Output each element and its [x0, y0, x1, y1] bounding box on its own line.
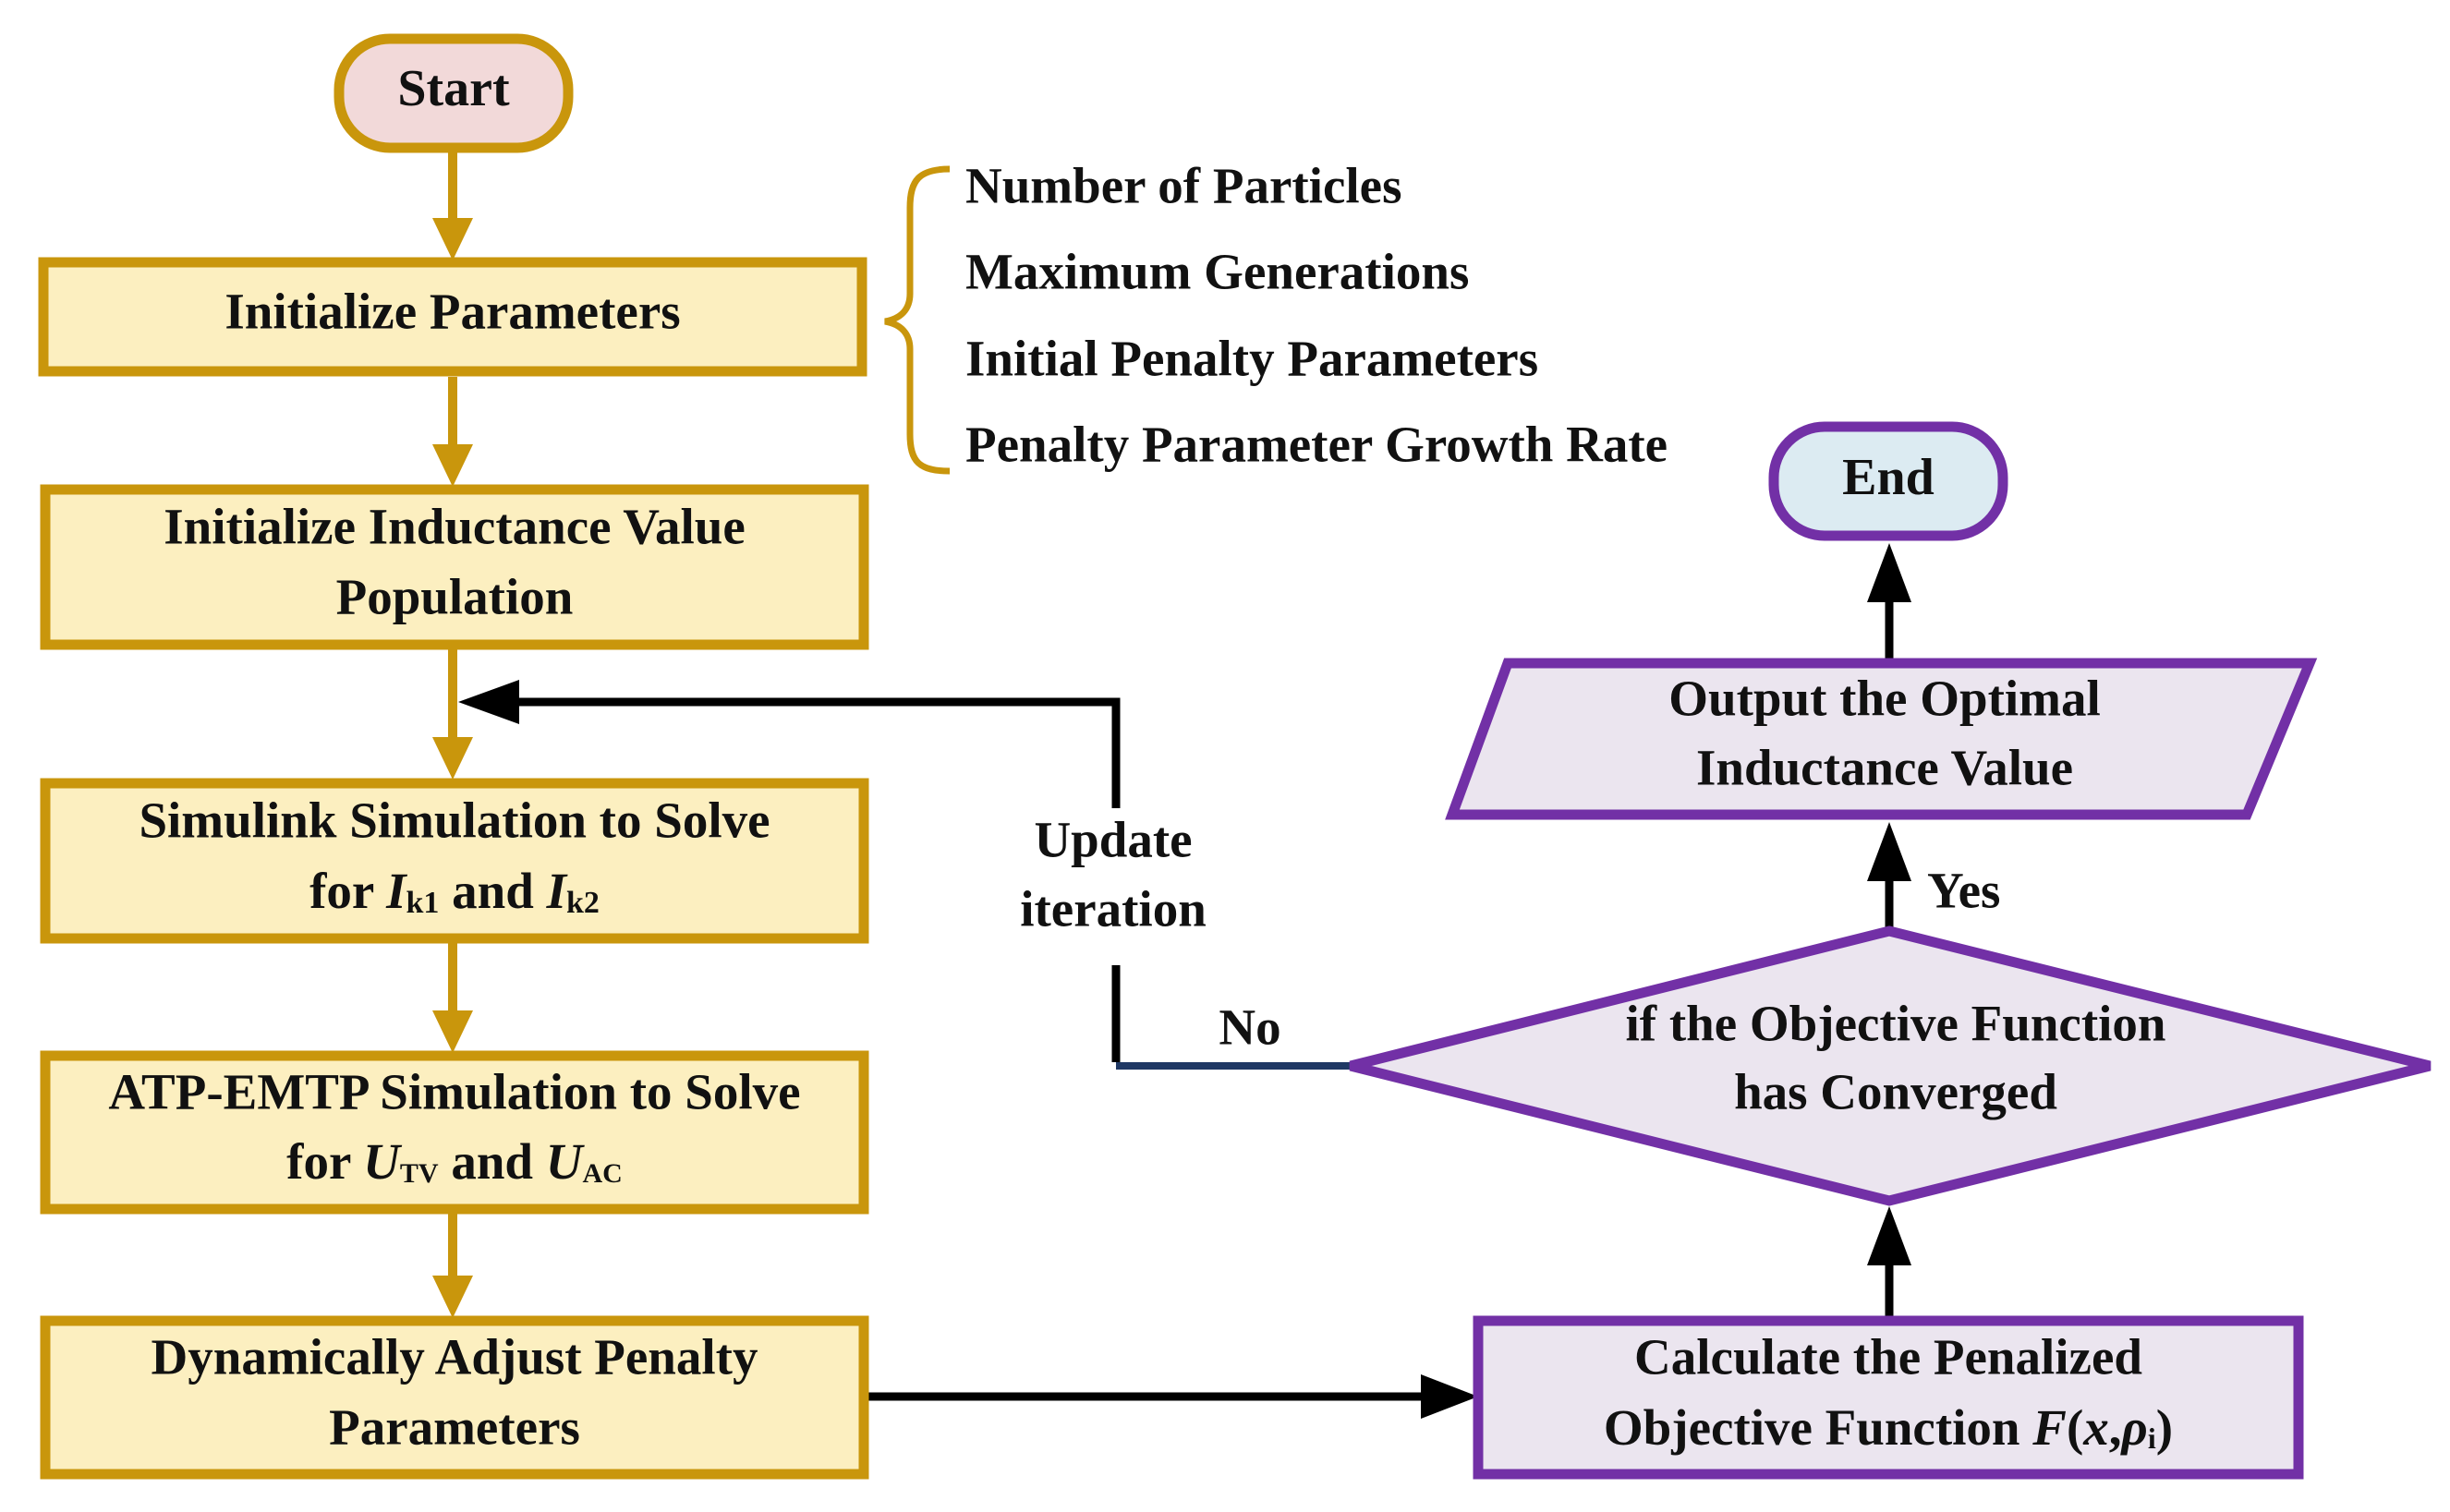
init-population-line2: Population — [336, 569, 574, 625]
arrowhead-adjust — [432, 1276, 473, 1318]
edge-labels: Update iteration No Yes — [1020, 812, 2000, 1056]
param-item: Number of Particles — [965, 158, 1401, 214]
arrowhead-atp — [432, 1010, 473, 1053]
start-label: Start — [397, 60, 510, 117]
output-line1: Output the Optimal — [1668, 671, 2101, 727]
start-terminal-shape — [334, 33, 574, 153]
adjust-penalty-line2: Parameters — [329, 1399, 580, 1456]
loop-back-arrowhead — [458, 680, 519, 724]
update-iteration-label-line2: iteration — [1020, 881, 1207, 937]
simulink-box — [40, 778, 869, 944]
loop-back-line-upper — [499, 697, 1121, 808]
calculate-line2: Objective Function F(x,ρi) — [1604, 1399, 2173, 1456]
yes-label: Yes — [1927, 863, 2000, 919]
param-item: Maximum Generations — [965, 244, 1469, 300]
adjust-penalty-node: Dynamically Adjust Penalty Parameters — [40, 1315, 869, 1480]
init-population-box — [40, 484, 869, 650]
end-terminal-shape — [1768, 421, 2008, 541]
decision-line2: has Converged — [1734, 1064, 2057, 1120]
param-item: Initial Penalty Parameters — [965, 331, 1538, 387]
arrowhead-simulink — [432, 737, 473, 780]
output-node: Output the Optimal Inductance Value — [1445, 658, 2318, 820]
init-population-node: Initialize Inductance Value Population — [40, 484, 869, 650]
left-column-connectors — [432, 152, 473, 1318]
arrowhead-output — [1867, 822, 1911, 881]
param-item: Penalty Parameter Growth Rate — [965, 417, 1668, 473]
atp-emtp-line1: ATP-EMTP Simulation to Solve — [108, 1064, 800, 1120]
arrowhead-decision — [1867, 1206, 1911, 1265]
no-label: No — [1219, 999, 1280, 1056]
decision-line1: if the Objective Function — [1625, 996, 2165, 1052]
calculate-node: Calculate the Penalized Objective Functi… — [1473, 1315, 2304, 1480]
arrowhead-end — [1867, 543, 1911, 602]
adjust-penalty-line1: Dynamically Adjust Penalty — [152, 1329, 758, 1385]
init-params-node: Initialize Parameters — [38, 257, 867, 377]
loop-connectors — [458, 543, 1911, 1419]
arrowhead-init-params — [432, 218, 473, 260]
arrowhead-calc — [1421, 1374, 1478, 1419]
end-node: End — [1768, 421, 2008, 541]
calculate-box — [1473, 1315, 2304, 1480]
decision-node: if the Objective Function has Converged — [1349, 925, 2432, 1206]
start-node: Start — [334, 33, 574, 153]
decision-diamond — [1349, 925, 2432, 1206]
init-params-box — [38, 257, 867, 377]
end-label: End — [1842, 449, 1935, 506]
calculate-line1: Calculate the Penalized — [1634, 1329, 2142, 1385]
arrowhead-init-pop — [432, 444, 473, 487]
init-population-line1: Initialize Inductance Value — [164, 499, 746, 555]
adjust-penalty-box — [40, 1315, 869, 1480]
atp-emtp-box — [40, 1050, 869, 1215]
init-params-label: Initialize Parameters — [224, 284, 680, 340]
output-line2: Inductance Value — [1696, 740, 2073, 796]
atp-emtp-node: ATP-EMTP Simulation to Solve for UTV and… — [40, 1050, 869, 1215]
parameter-brace — [884, 165, 951, 475]
simulink-node: Simulink Simulation to Solve for Ik1 and… — [40, 778, 869, 944]
atp-emtp-line2: for UTV and UAC — [286, 1133, 623, 1190]
output-parallelogram — [1445, 658, 2318, 820]
simulink-line2: for Ik1 and Ik2 — [309, 863, 600, 920]
parameter-list: Number of Particles Maximum Generations … — [884, 158, 1668, 475]
simulink-line1: Simulink Simulation to Solve — [139, 792, 770, 849]
update-iteration-label-line1: Update — [1034, 812, 1192, 868]
